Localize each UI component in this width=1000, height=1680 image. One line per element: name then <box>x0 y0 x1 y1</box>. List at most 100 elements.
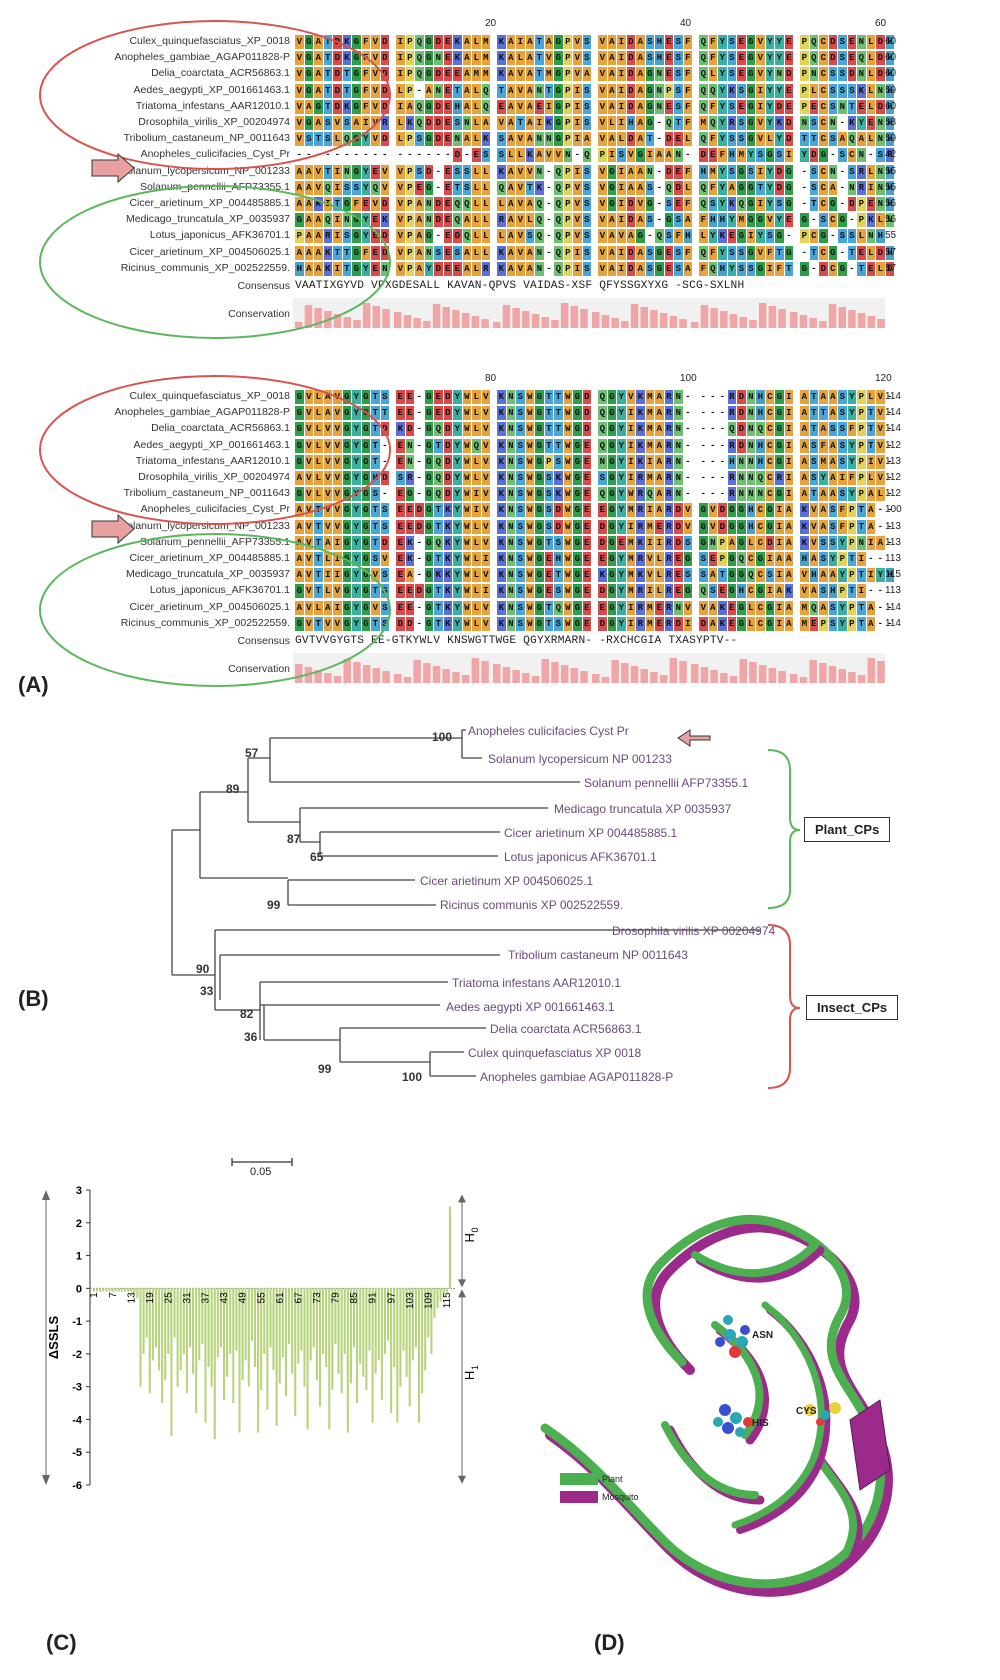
b1-residue: S <box>415 164 424 179</box>
b1-residue: V <box>516 83 525 98</box>
b1-residue: A <box>304 164 314 179</box>
b1-residue: N <box>857 67 866 82</box>
chart-bar <box>210 1288 213 1387</box>
b1-residue: N <box>424 197 434 211</box>
b2-residue: I <box>866 568 876 583</box>
b2-residue: V <box>304 471 314 485</box>
b2-residue: A <box>819 600 828 615</box>
b2-residue: L <box>314 454 323 469</box>
b1-residue: S <box>809 180 819 195</box>
b2-residue: G <box>535 454 544 469</box>
b2-residue: A <box>800 487 809 502</box>
b2-residue: S <box>699 568 708 583</box>
b1-residue: A <box>828 180 838 195</box>
b1-residue: S <box>525 229 535 244</box>
b1-residue: M <box>472 67 481 82</box>
b1-conservation-bar <box>729 314 738 328</box>
b2-residue: A <box>828 471 838 485</box>
b2-residue: D <box>718 519 727 534</box>
b1-residue: G <box>784 164 794 179</box>
chart-bar <box>297 1288 300 1364</box>
b1-residue: C <box>819 67 828 82</box>
chart-bar <box>439 1288 442 1302</box>
b2-residue: E <box>405 584 415 599</box>
b2-conservation-bar <box>314 670 322 683</box>
b1-conservation-bar <box>857 313 866 328</box>
b2-conservation-bar <box>710 670 718 683</box>
b2-residue: K <box>636 535 645 550</box>
b2-residue: S <box>819 552 828 566</box>
b2-residue: S <box>708 584 718 599</box>
b2-residue: K <box>497 552 506 566</box>
b1-residue: N <box>342 164 352 179</box>
b2-seq-name: Drosophila_virilis_XP_00204974 <box>138 471 290 483</box>
b1-residue: A <box>683 213 693 228</box>
b2-residue: V <box>333 438 342 453</box>
b1-residue: D <box>626 67 636 82</box>
b2-residue: G <box>295 454 304 469</box>
b1-residue: F <box>708 245 718 260</box>
b2-conservation-bar <box>819 663 827 683</box>
b1-residue: - <box>397 150 403 161</box>
b2-residue: S <box>838 454 847 469</box>
b1-residue: H <box>683 229 693 244</box>
b1-residue: T <box>784 261 794 276</box>
b1-residue: Y <box>718 35 727 49</box>
asn-residue <box>715 1315 750 1358</box>
b1-residue: A <box>636 67 645 82</box>
b2-residue: A <box>828 568 838 583</box>
b1-residue: A <box>462 261 472 276</box>
b2-residue: V <box>481 503 491 518</box>
b2-residue: Y <box>617 422 626 437</box>
b1-residue: P <box>405 197 415 211</box>
b1-residue: L <box>472 229 481 244</box>
b2-residue: N <box>674 438 683 453</box>
b2-residue: W <box>563 503 573 518</box>
b2-residue: Y <box>352 438 361 453</box>
h1-label: H <box>462 1371 477 1380</box>
b2-residue: I <box>333 552 342 566</box>
b2-residue: D <box>737 438 746 453</box>
b1-residue: S <box>462 180 472 195</box>
b1-residue: Y <box>708 229 718 244</box>
chart-bar <box>291 1288 294 1374</box>
chart-bar <box>145 1288 148 1338</box>
b2-residue: R <box>664 568 674 583</box>
b1-residue: E <box>443 245 453 260</box>
b2-conservation-bar <box>382 671 390 683</box>
b2-row-end: 112 <box>885 488 901 500</box>
b2-residue: Y <box>352 503 361 518</box>
b2-residue: A <box>295 471 304 485</box>
b1-consensus: VAATIXGYVD VPXGDESALL KAVAN-QPVS VAIDAS-… <box>295 280 745 292</box>
b1-residue: L <box>516 148 525 163</box>
b2-row-end: 113 <box>885 455 901 467</box>
b1-residue: S <box>819 213 828 228</box>
b1-seq-name: Medicago_truncatula_XP_0035937 <box>125 213 290 226</box>
b1-row-end: 58 <box>885 117 897 128</box>
chart-bar <box>445 1288 448 1292</box>
b2-residue: E <box>655 600 664 615</box>
b2-residue: R <box>664 616 674 631</box>
b1-residue: E <box>443 180 453 195</box>
b2-residue: A <box>800 422 809 437</box>
b2-residue: Y <box>352 616 361 631</box>
b1-conservation-bar <box>621 321 629 328</box>
b2-residue: W <box>525 552 535 566</box>
b1-residue: - <box>445 150 451 161</box>
chart-bar <box>387 1288 390 1341</box>
b2-residue: V <box>708 519 718 534</box>
b1-residue: I <box>617 99 626 114</box>
b1-residue: I <box>617 261 626 276</box>
cys-residue <box>804 1402 841 1426</box>
b1-residue: - <box>464 150 470 161</box>
b1-residue: L <box>333 132 342 147</box>
b2-residue: S <box>516 503 525 518</box>
b1-residue: Q <box>554 213 563 228</box>
b1-residue: Y <box>718 197 727 211</box>
b2-residue: L <box>472 390 481 404</box>
b2-residue: D <box>443 487 453 502</box>
b2-residue: V <box>481 616 491 631</box>
b1-residue: P <box>563 197 573 211</box>
b2-residue: P <box>718 535 727 550</box>
b2-residue: L <box>472 471 481 485</box>
